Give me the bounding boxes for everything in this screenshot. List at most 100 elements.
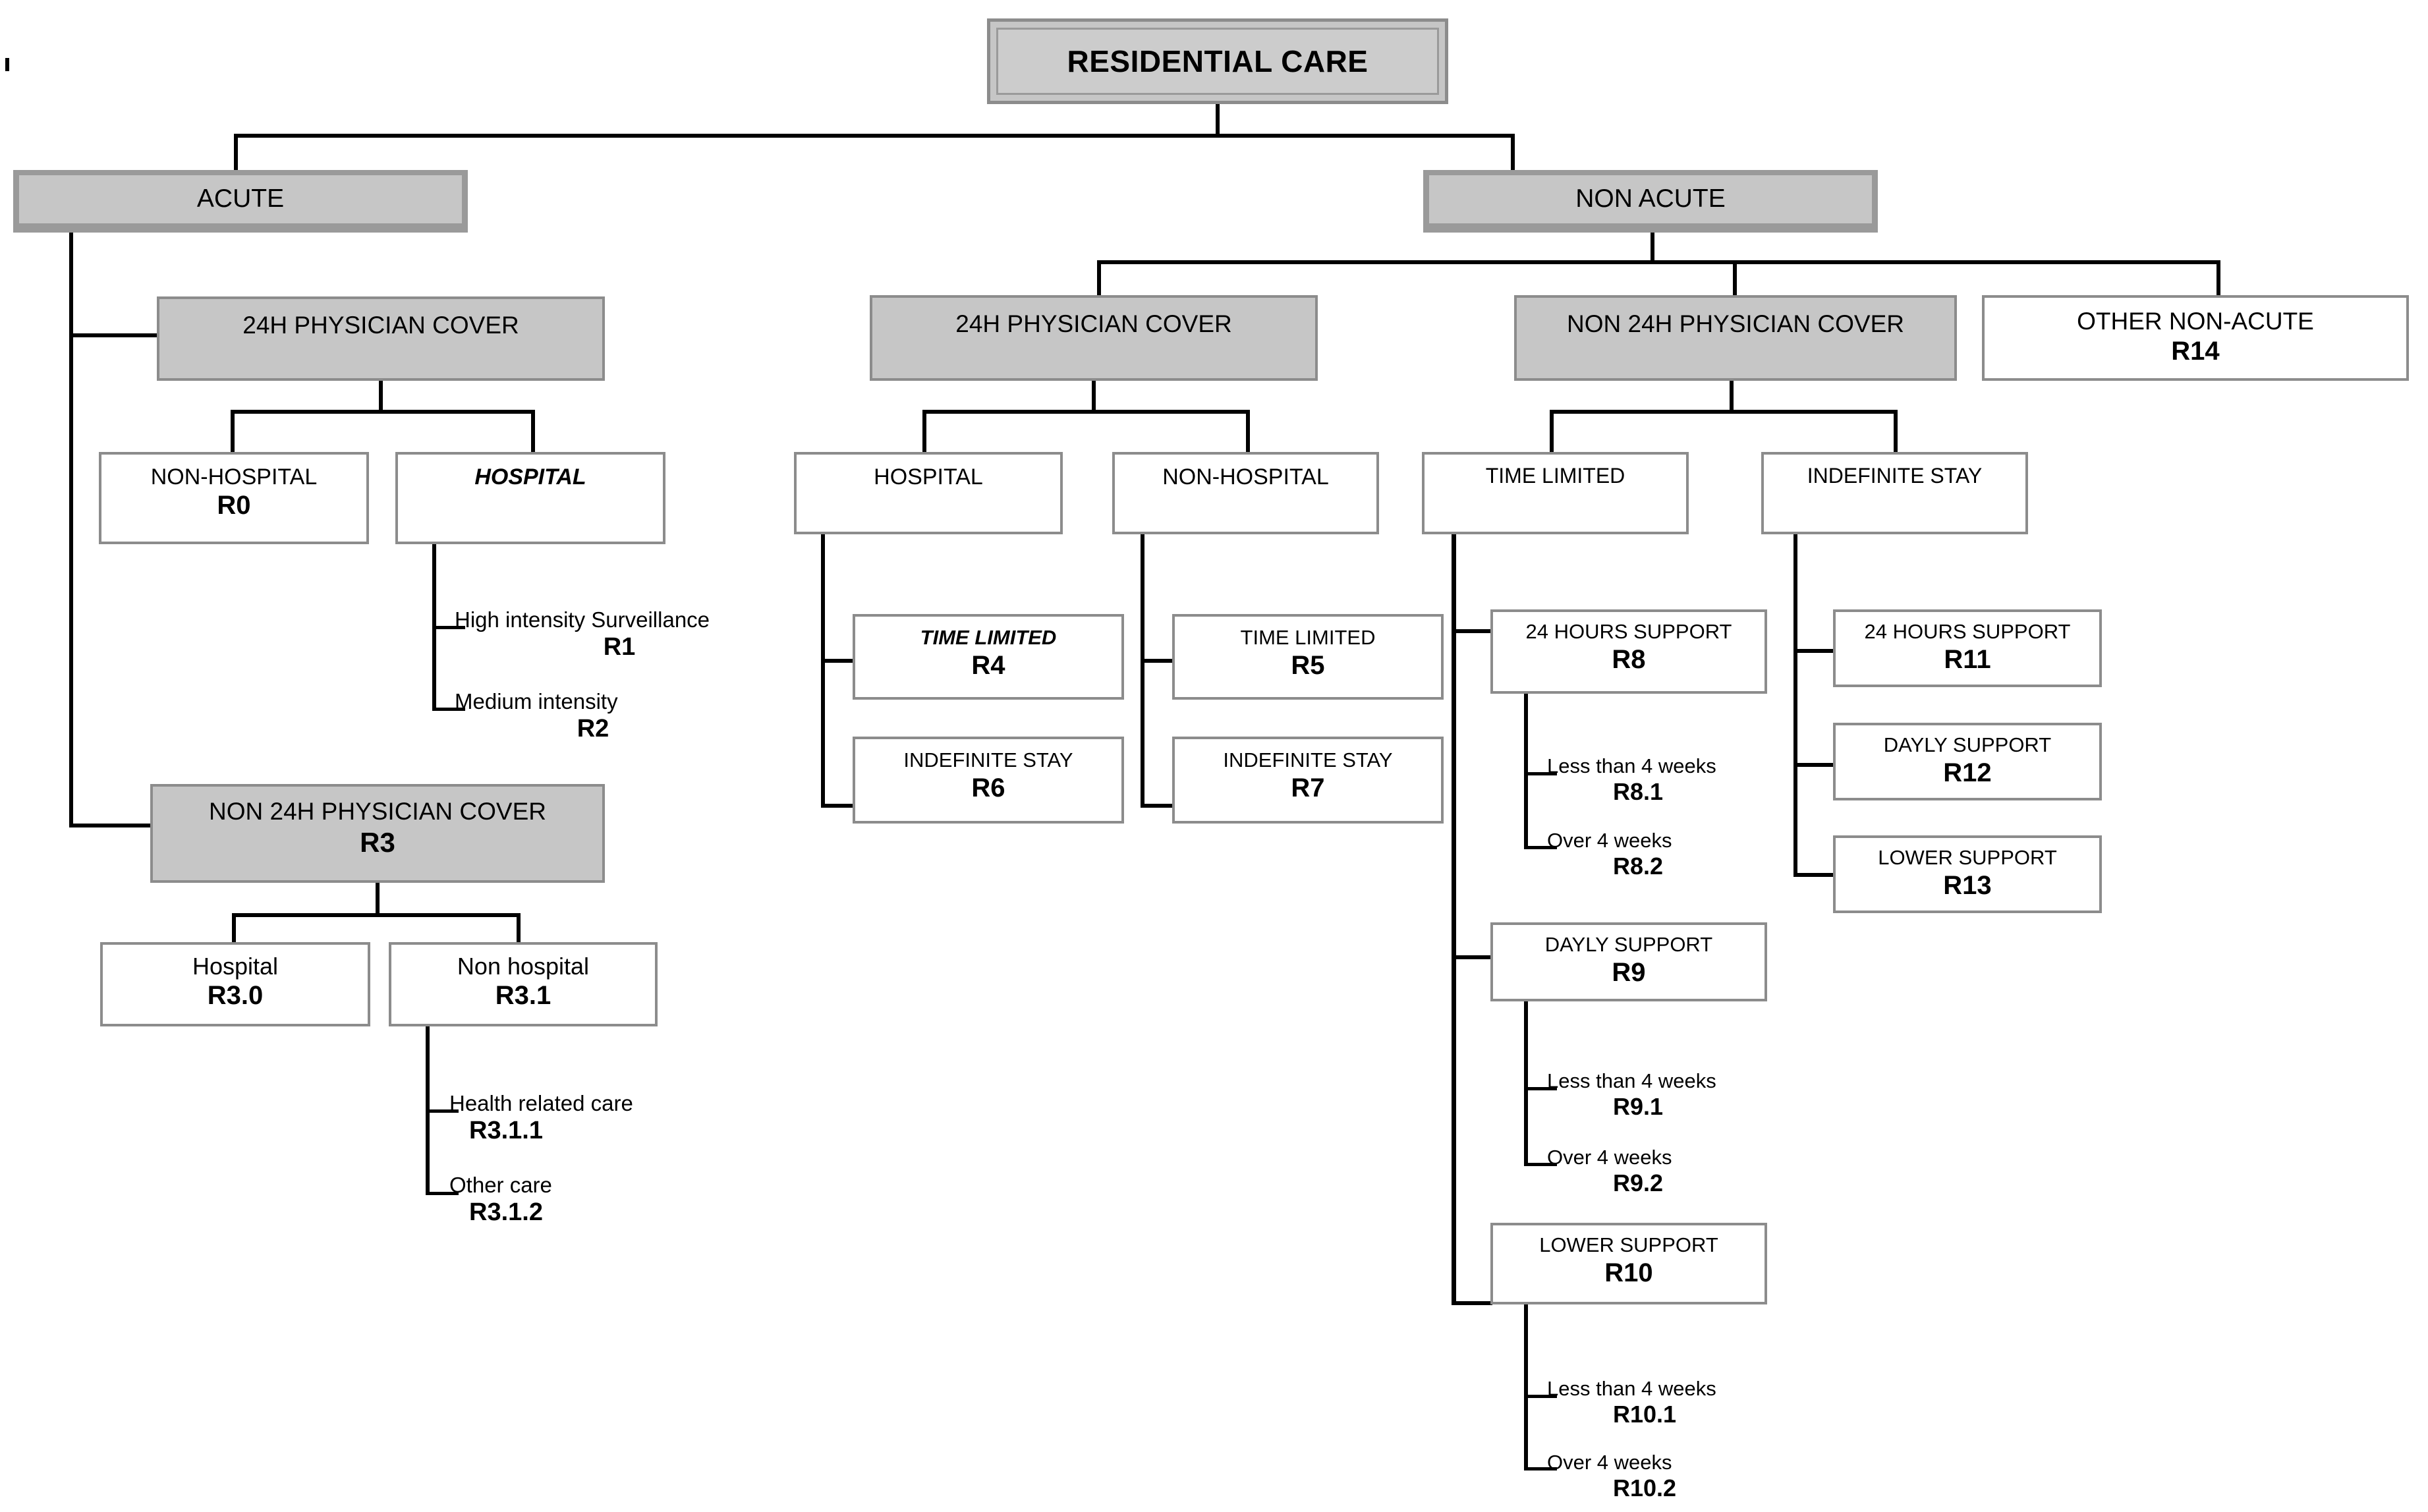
connector-na-non24-stem	[1730, 381, 1734, 412]
node-r6-code: R6	[971, 773, 1005, 802]
leaf-r101[interactable]: Less than 4 weeks R10.1	[1547, 1377, 1824, 1428]
node-r6[interactable]: INDEFINITE STAY R6	[853, 737, 1124, 824]
node-r5-label: TIME LIMITED	[1240, 626, 1376, 649]
connector-timelimited-to-r9	[1452, 955, 1492, 959]
node-r9[interactable]: DAYLY SUPPORT R9	[1490, 922, 1767, 1001]
connector-r9-to-r92	[1524, 1163, 1557, 1166]
connector-root-stem	[1216, 104, 1220, 137]
connector-nonacute-stem	[1651, 233, 1654, 264]
leaf-r81-label: Less than 4 weeks	[1547, 754, 1716, 777]
node-r11[interactable]: 24 HOURS SUPPORT R11	[1833, 609, 2102, 687]
node-other-non-acute[interactable]: OTHER NON-ACUTE R14	[1982, 295, 2409, 381]
leaf-r311[interactable]: Health related care R3.1.1	[449, 1091, 752, 1145]
leaf-r102-label: Over 4 weeks	[1547, 1451, 1672, 1474]
node-r12-label: DAYLY SUPPORT	[1883, 733, 2052, 756]
node-r7[interactable]: INDEFINITE STAY R7	[1172, 737, 1444, 824]
node-r6-label: INDEFINITE STAY	[903, 748, 1073, 771]
leaf-r312[interactable]: Other care R3.1.2	[449, 1173, 752, 1227]
leaf-r82-code: R8.2	[1613, 852, 1664, 880]
connector-na24-to-non-hospital	[1246, 410, 1250, 453]
leaf-r311-label: Health related care	[449, 1091, 633, 1115]
node-other-non-acute-code: R14	[2171, 336, 2220, 366]
leaf-r2[interactable]: Medium intensity R2	[455, 689, 731, 743]
node-r3-hospital[interactable]: Hospital R3.0	[100, 942, 370, 1026]
leaf-r102-code: R10.2	[1613, 1474, 1677, 1501]
connector-r3-bus	[232, 913, 521, 917]
leaf-r91[interactable]: Less than 4 weeks R9.1	[1547, 1069, 1824, 1121]
node-na-non-hospital[interactable]: NON-HOSPITAL	[1112, 452, 1379, 534]
node-r8[interactable]: 24 HOURS SUPPORT R8	[1490, 609, 1767, 694]
leaf-r312-code: R3.1.2	[469, 1198, 543, 1227]
connector-indefinite-to-r12	[1793, 763, 1834, 767]
node-nonacute-24h-cover-label: 24H PHYSICIAN COVER	[955, 310, 1232, 337]
connector-r3-to-hospital	[232, 913, 236, 943]
connector-r10-to-r101	[1524, 1395, 1557, 1398]
node-non-acute[interactable]: NON ACUTE	[1423, 170, 1878, 233]
node-acute-non-hospital[interactable]: NON-HOSPITAL R0	[99, 452, 369, 544]
connector-a24-bus	[231, 410, 535, 414]
node-acute-hospital[interactable]: HOSPITAL	[395, 452, 665, 544]
connector-r8-to-r81	[1524, 772, 1557, 775]
leaf-r92[interactable]: Over 4 weeks R9.2	[1547, 1146, 1824, 1197]
node-acute-24h-cover[interactable]: 24H PHYSICIAN COVER	[157, 296, 605, 381]
node-r3-non-hospital-label: Non hospital	[457, 953, 590, 980]
node-nonacute-non-24h-cover[interactable]: NON 24H PHYSICIAN COVER	[1514, 295, 1957, 381]
connector-r31-to-r312	[426, 1192, 459, 1195]
leaf-r92-label: Over 4 weeks	[1547, 1146, 1672, 1169]
connector-r8-to-r82	[1524, 846, 1557, 849]
node-indefinite-stay[interactable]: INDEFINITE STAY	[1761, 452, 2028, 534]
connector-timelimited-to-r10	[1452, 1301, 1492, 1305]
node-r10[interactable]: LOWER SUPPORT R10	[1490, 1223, 1767, 1304]
leaf-r91-code: R9.1	[1613, 1092, 1664, 1120]
node-acute-non-24h-cover[interactable]: NON 24H PHYSICIAN COVER R3	[150, 784, 605, 883]
node-nonacute-24h-cover[interactable]: 24H PHYSICIAN COVER	[870, 295, 1318, 381]
leaf-r1[interactable]: High intensity Surveillance R1	[455, 607, 784, 661]
leaf-r81-code: R8.1	[1613, 777, 1664, 805]
connector-hospital-to-r2	[432, 708, 465, 711]
node-r12[interactable]: DAYLY SUPPORT R12	[1833, 723, 2102, 800]
leaf-r1-label: High intensity Surveillance	[455, 607, 710, 632]
leaf-r102[interactable]: Over 4 weeks R10.2	[1547, 1451, 1824, 1502]
node-acute-non-hospital-label: NON-HOSPITAL	[150, 464, 318, 490]
leaf-r312-label: Other care	[449, 1173, 552, 1197]
leaf-r2-label: Medium intensity	[455, 689, 618, 714]
node-r5[interactable]: TIME LIMITED R5	[1172, 614, 1444, 700]
node-r13-code: R13	[1943, 870, 1992, 900]
node-r9-code: R9	[1612, 957, 1646, 987]
node-acute-inner: ACUTE	[19, 175, 462, 223]
node-r12-code: R12	[1943, 758, 1992, 787]
node-r13[interactable]: LOWER SUPPORT R13	[1833, 835, 2102, 913]
node-r3-non-hospital[interactable]: Non hospital R3.1	[389, 942, 658, 1026]
connector-root-bus	[234, 134, 1515, 138]
connector-r10-to-r102	[1524, 1467, 1557, 1470]
connector-acute-spine	[69, 233, 73, 827]
connector-indefinite-to-r13	[1793, 873, 1834, 877]
connector-na-non24-to-indefinite	[1894, 410, 1898, 453]
leaf-r92-code: R9.2	[1613, 1169, 1664, 1196]
connector-acute-to-non24h	[69, 824, 152, 827]
connector-r9-to-r91	[1524, 1087, 1557, 1090]
connector-na-non24-bus	[1550, 410, 1898, 414]
connector-timelimited-to-r8	[1452, 629, 1492, 633]
connector-to-non-acute	[1511, 134, 1515, 171]
connector-na-non24-to-timelimited	[1550, 410, 1554, 453]
node-r4[interactable]: TIME LIMITED R4	[853, 614, 1124, 700]
node-r13-label: LOWER SUPPORT	[1878, 846, 2057, 869]
connector-na-hospital-spine	[821, 534, 825, 808]
leaf-r81[interactable]: Less than 4 weeks R8.1	[1547, 754, 1824, 806]
node-na-hospital[interactable]: HOSPITAL	[794, 452, 1063, 534]
node-time-limited[interactable]: TIME LIMITED	[1422, 452, 1689, 534]
node-r8-code: R8	[1612, 644, 1646, 674]
node-r3-hospital-code: R3.0	[207, 981, 264, 1011]
node-acute[interactable]: ACUTE	[13, 170, 468, 233]
connector-na-hospital-to-r6	[821, 804, 855, 808]
node-residential-care[interactable]: RESIDENTIAL CARE	[987, 18, 1448, 104]
leaf-r1-code: R1	[603, 633, 636, 661]
connector-r3-stem	[376, 883, 380, 916]
connector-na-nonhospital-to-r5	[1141, 659, 1175, 663]
node-other-non-acute-label: OTHER NON-ACUTE	[2077, 308, 2314, 335]
node-non-acute-inner: NON ACUTE	[1429, 175, 1872, 223]
leaf-r82[interactable]: Over 4 weeks R8.2	[1547, 829, 1824, 880]
connector-na-nonhospital-spine	[1141, 534, 1144, 808]
